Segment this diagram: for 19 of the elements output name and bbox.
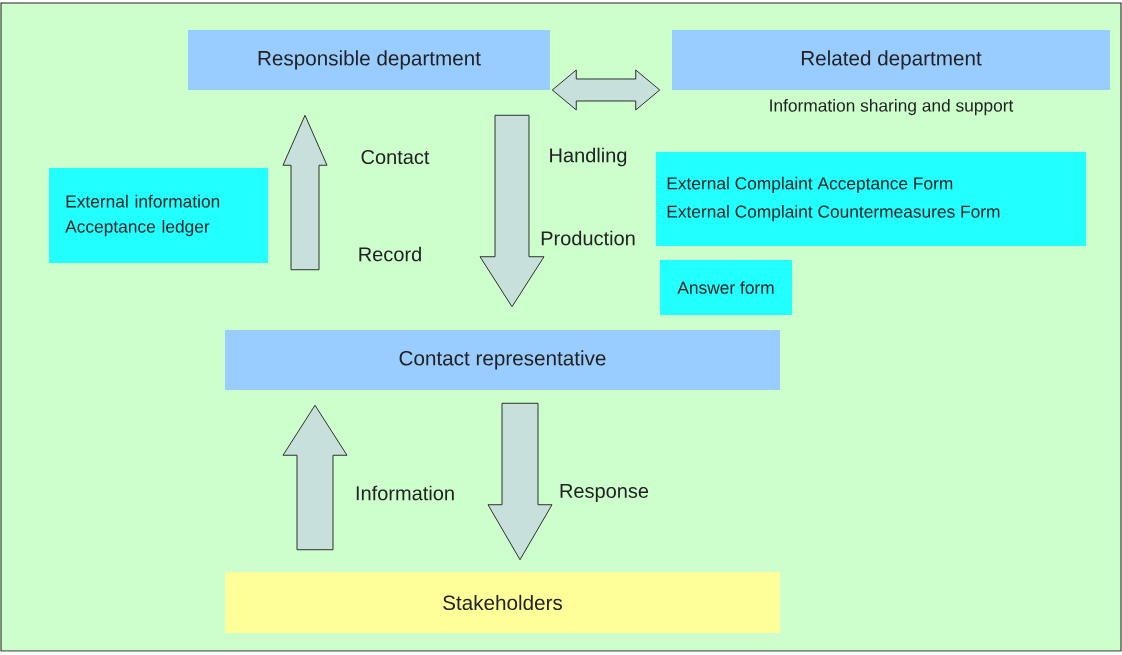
edge-label: Information <box>356 485 454 501</box>
stakeholders-box: Stakeholders <box>225 572 780 633</box>
document-box: External information Acceptance ledger <box>49 168 268 263</box>
arrow-label: Production <box>541 230 635 246</box>
block-arrow <box>551 69 661 111</box>
edge-label: Handling <box>550 147 627 167</box>
block-arrow <box>282 114 328 271</box>
block-arrow <box>487 402 553 561</box>
department-box: Responsible department <box>188 30 550 90</box>
department-box: Related department <box>672 30 1110 90</box>
edge-label: Response <box>560 484 649 502</box>
block-arrow <box>479 114 545 308</box>
caption-text: Information sharing and support <box>770 98 1014 116</box>
arrow-label: Record <box>359 246 421 262</box>
document-box: Answer form <box>660 260 792 315</box>
document-box: External Complaint Acceptance Form External Complaint Countermeasures Form <box>656 152 1086 246</box>
block-arrow <box>282 404 348 551</box>
edge-label: Contact <box>361 149 430 165</box>
representative-box: Contact representative <box>225 330 780 390</box>
